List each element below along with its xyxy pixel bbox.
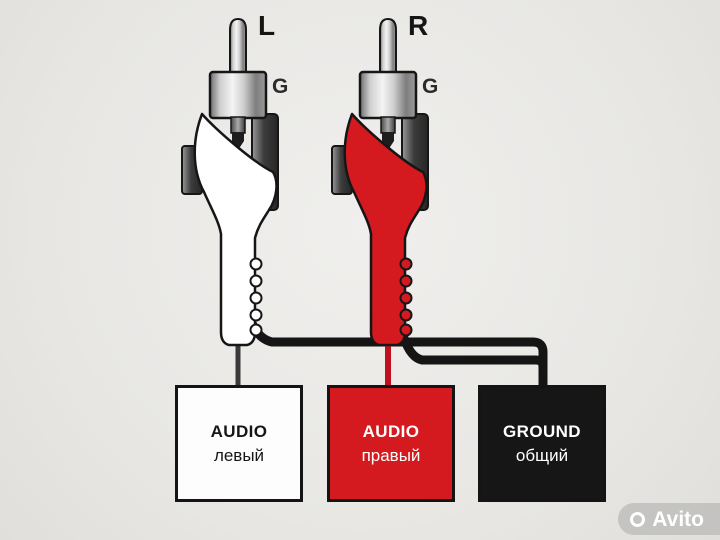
left-plug-grip-ridges bbox=[249, 257, 263, 337]
ground-wire-right bbox=[393, 305, 548, 397]
audio-right-title: AUDIO bbox=[362, 422, 420, 441]
left-rca-plug bbox=[181, 17, 279, 347]
right-plug-body bbox=[343, 112, 428, 347]
avito-watermark: Avito bbox=[618, 503, 720, 535]
left-plug-center-pin bbox=[229, 17, 247, 77]
right-plug-center-pin bbox=[379, 17, 397, 77]
left-channel-label: L bbox=[258, 10, 276, 41]
audio-right-box: AUDIO правый bbox=[327, 385, 455, 502]
right-plug-inner-shaft bbox=[380, 116, 396, 134]
audio-left-title: AUDIO bbox=[210, 422, 268, 441]
right-channel-label: R bbox=[408, 10, 429, 41]
avito-watermark-text: Avito bbox=[652, 507, 704, 531]
left-ground-label: G bbox=[272, 75, 289, 98]
right-plug-barrel bbox=[358, 70, 418, 120]
audio-left-box: AUDIO левый bbox=[175, 385, 303, 502]
ground-subtitle: общий bbox=[515, 446, 569, 465]
right-ground-label: G bbox=[422, 75, 439, 98]
audio-left-subtitle: левый bbox=[213, 446, 265, 465]
right-plug-grip-ridges bbox=[399, 257, 413, 337]
ground-box: GROUND общий bbox=[478, 385, 606, 502]
left-plug-body bbox=[193, 112, 278, 347]
avito-logo-icon bbox=[630, 511, 646, 527]
right-rca-plug bbox=[331, 17, 429, 347]
ground-title: GROUND bbox=[503, 422, 581, 441]
left-plug-inner-shaft bbox=[230, 116, 246, 134]
left-plug-barrel bbox=[208, 70, 268, 120]
audio-right-subtitle: правый bbox=[361, 446, 421, 465]
